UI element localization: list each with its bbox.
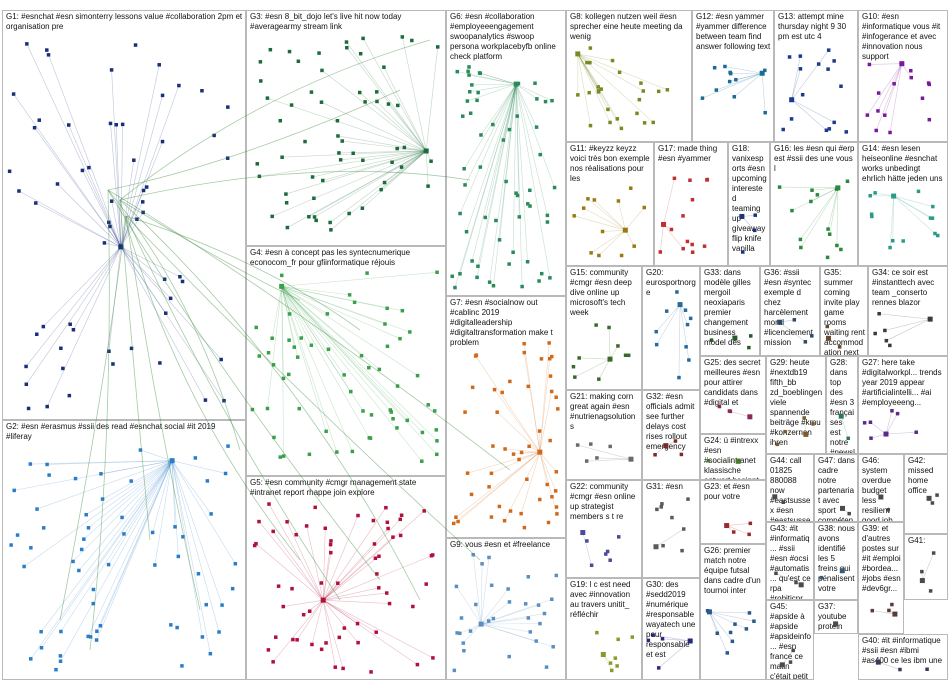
group-panel-g32: G32: #esn officials admit see further de… — [642, 390, 700, 480]
group-label-g31: G31: #esn — [646, 482, 697, 492]
group-panel-g19: G19: l c est need avec #innovation au tr… — [566, 578, 642, 680]
group-label-g14: G14: #esn lesen heiseonline #esnchat wor… — [862, 144, 945, 184]
group-panel-g18: G18: vanixesports #esn upcoming interest… — [728, 142, 770, 266]
group-label-g45: G45: #apside à #apside #apsideinfo... #e… — [770, 602, 811, 680]
group-label-g1: G1: #esnchat #esn simonterry lessons val… — [6, 12, 243, 32]
group-label-g35: G35: summer coming invite play game room… — [824, 268, 865, 356]
group-label-g43: G43: #it #informatiq... #ssii #esn #ocsi… — [770, 524, 811, 600]
group-label-g26: G26: premier match notre équipe futsal d… — [704, 546, 763, 596]
group-panel-g2: G2: #esn #erasmus #ssii des read #esncha… — [2, 420, 246, 680]
group-label-g19: G19: l c est need avec #innovation au tr… — [570, 580, 639, 620]
group-panel-g30: G30: des #sedd2019 #numérique #responsab… — [642, 578, 700, 680]
group-label-g3: G3: #esn 8_bit_dojo let's live hit now t… — [250, 12, 443, 32]
group-panel-g12: G12: #esn yammer #yammer difference betw… — [692, 10, 774, 142]
group-label-g44: G44: call 01825 880088 now #eastsussex #… — [770, 456, 811, 522]
group-panel-g34: G34: ce soir est #instanttech avec team … — [868, 266, 948, 356]
group-panel-g35: G35: summer coming invite play game room… — [820, 266, 868, 356]
group-panel-g43: G43: #it #informatiq... #ssii #esn #ocsi… — [766, 522, 814, 600]
group-panel-g37: G37: youtube protein — [814, 600, 858, 634]
group-panel-g40: G40: #it #informatique #ssii #esn #ibmi … — [858, 634, 948, 680]
group-panel-g41: G41: — [904, 534, 948, 600]
group-label-g30: G30: des #sedd2019 #numérique #responsab… — [646, 580, 697, 660]
group-panel-g9: G9: vous #esn et #freelance — [446, 538, 566, 680]
group-label-g39: G39: et d'autres postes sur #it #emploi … — [862, 524, 901, 594]
group-label-g37: G37: youtube protein — [818, 602, 855, 632]
group-panel-g6: G6: #esn #collaboration #employeeengagem… — [446, 10, 566, 296]
group-label-g47: G47: dans cadre notre partenariat avec s… — [818, 456, 855, 522]
group-label-g24: G24: ü #intrexx #esn #socialintranet kla… — [704, 436, 763, 480]
group-label-g25: G25: des secret meilleures #esn pour att… — [704, 358, 763, 408]
group-panel-g28: G28: dans top des #esn 3 françaises est … — [826, 356, 858, 454]
group-panel-g7: G7: #esn #socialnow out #cablinc 2019 #d… — [446, 296, 566, 538]
group-label-g42: G42: missed home office — [908, 456, 945, 496]
group-label-g36: G36: #ssii #esn #syntec exemple d chez h… — [764, 268, 817, 348]
group-panel-g42: G42: missed home office — [904, 454, 948, 534]
group-label-g12: G12: #esn yammer #yammer difference betw… — [696, 12, 771, 52]
group-label-g29: G29: heute #nextdb19 fifth_bb zd_boeblin… — [770, 358, 823, 448]
group-panel-g47: G47: dans cadre notre partenariat avec s… — [814, 454, 858, 522]
group-panel-g16: G16: les #esn qui #erp est #ssii des une… — [770, 142, 858, 266]
group-panel-g5: G5: #esn community #cmgr management stat… — [246, 476, 446, 680]
group-panel-g46: G46: system overdue budget less resilien… — [858, 454, 904, 522]
group-label-g33: G33: dans modèle gilles mergoil neoxiapa… — [704, 268, 757, 348]
group-panel-g14: G14: #esn lesen heiseonline #esnchat wor… — [858, 142, 948, 266]
group-panel-g31: G31: #esn — [642, 480, 700, 578]
group-panel-g24: G24: ü #intrexx #esn #socialintranet kla… — [700, 434, 766, 480]
group-panel-g22: G22: community #cmgr #esn online up stra… — [566, 480, 642, 578]
group-panel-g23: G23: et #esn pour votre — [700, 480, 766, 544]
group-panel-g36: G36: #ssii #esn #syntec exemple d chez h… — [760, 266, 820, 356]
group-panel-g33: G33: dans modèle gilles mergoil neoxiapa… — [700, 266, 760, 356]
group-label-g17: G17: made thing #esn #yammer — [658, 144, 725, 164]
group-label-g18: G18: vanixesports #esn upcoming interest… — [732, 144, 767, 254]
group-panel-g15: G15: community #cmgr #esn deep dive onli… — [566, 266, 642, 390]
group-label-g16: G16: les #esn qui #erp est #ssii des une… — [774, 144, 855, 174]
group-panel-g4: G4: #esn à concept pas les syntecnumeriq… — [246, 246, 446, 476]
group-panel-g17: G17: made thing #esn #yammer — [654, 142, 728, 266]
group-panel-g11: G11: #keyzz keyzz voici très bon exemple… — [566, 142, 654, 266]
group-panel-g26: G26: premier match notre équipe futsal d… — [700, 544, 766, 680]
group-label-g15: G15: community #cmgr #esn deep dive onli… — [570, 268, 639, 318]
group-panel-g21: G21: making corn great again #esn #nutri… — [566, 390, 642, 480]
group-panel-g10: G10: #esn #informatique vous #it #infoge… — [858, 10, 948, 142]
group-panel-g39: G39: et d'autres postes sur #it #emploi … — [858, 522, 904, 634]
group-panel-g38: G38: nous avons identifié les 5 freins q… — [814, 522, 858, 600]
group-label-g27: G27: here take #digitalworkpl... trends … — [862, 358, 945, 408]
group-label-g10: G10: #esn #informatique vous #it #infoge… — [862, 12, 945, 62]
group-label-g23: G23: et #esn pour votre — [704, 482, 763, 502]
group-panel-g25: G25: des secret meilleures #esn pour att… — [700, 356, 766, 434]
group-label-g34: G34: ce soir est #instanttech avec team … — [872, 268, 945, 308]
group-label-g22: G22: community #cmgr #esn online up stra… — [570, 482, 639, 522]
group-label-g9: G9: vous #esn et #freelance — [450, 540, 563, 550]
group-label-g38: G38: nous avons identifié les 5 freins q… — [818, 524, 855, 594]
group-label-g46: G46: system overdue budget less resilien… — [862, 456, 901, 522]
group-label-g8: G8: kollegen nutzen weil #esn sprecher e… — [570, 12, 689, 42]
group-label-g7: G7: #esn #socialnow out #cablinc 2019 #d… — [450, 298, 563, 348]
group-panel-g20: G20: eurosportnorge — [642, 266, 700, 390]
group-label-g21: G21: making corn great again #esn #nutri… — [570, 392, 639, 432]
group-panel-g45: G45: #apside à #apside #apsideinfo... #e… — [766, 600, 814, 680]
group-label-g32: G32: #esn officials admit see further de… — [646, 392, 697, 452]
group-panel-g3: G3: #esn 8_bit_dojo let's live hit now t… — [246, 10, 446, 246]
group-panel-g27: G27: here take #digitalworkpl... trends … — [858, 356, 948, 454]
group-panel-g8: G8: kollegen nutzen weil #esn sprecher e… — [566, 10, 692, 142]
group-panel-g44: G44: call 01825 880088 now #eastsussex #… — [766, 454, 814, 522]
group-label-g4: G4: #esn à concept pas les syntecnumeriq… — [250, 248, 443, 268]
group-label-g28: G28: dans top des #esn 3 françaises est … — [830, 358, 855, 454]
group-panel-g1: G1: #esnchat #esn simonterry lessons val… — [2, 10, 246, 420]
group-label-g5: G5: #esn community #cmgr management stat… — [250, 478, 443, 498]
group-panel-g13: G13: attempt mine thursday night 9 30 pm… — [774, 10, 858, 142]
group-panel-g29: G29: heute #nextdb19 fifth_bb zd_boeblin… — [766, 356, 826, 454]
group-label-g6: G6: #esn #collaboration #employeeengagem… — [450, 12, 563, 62]
group-label-g40: G40: #it #informatique #ssii #esn #ibmi … — [862, 636, 945, 666]
group-label-g2: G2: #esn #erasmus #ssii des read #esncha… — [6, 422, 243, 442]
group-label-g13: G13: attempt mine thursday night 9 30 pm… — [778, 12, 855, 42]
group-label-g41: G41: — [908, 536, 945, 546]
group-label-g20: G20: eurosportnorge — [646, 268, 697, 298]
group-label-g11: G11: #keyzz keyzz voici très bon exemple… — [570, 144, 651, 184]
